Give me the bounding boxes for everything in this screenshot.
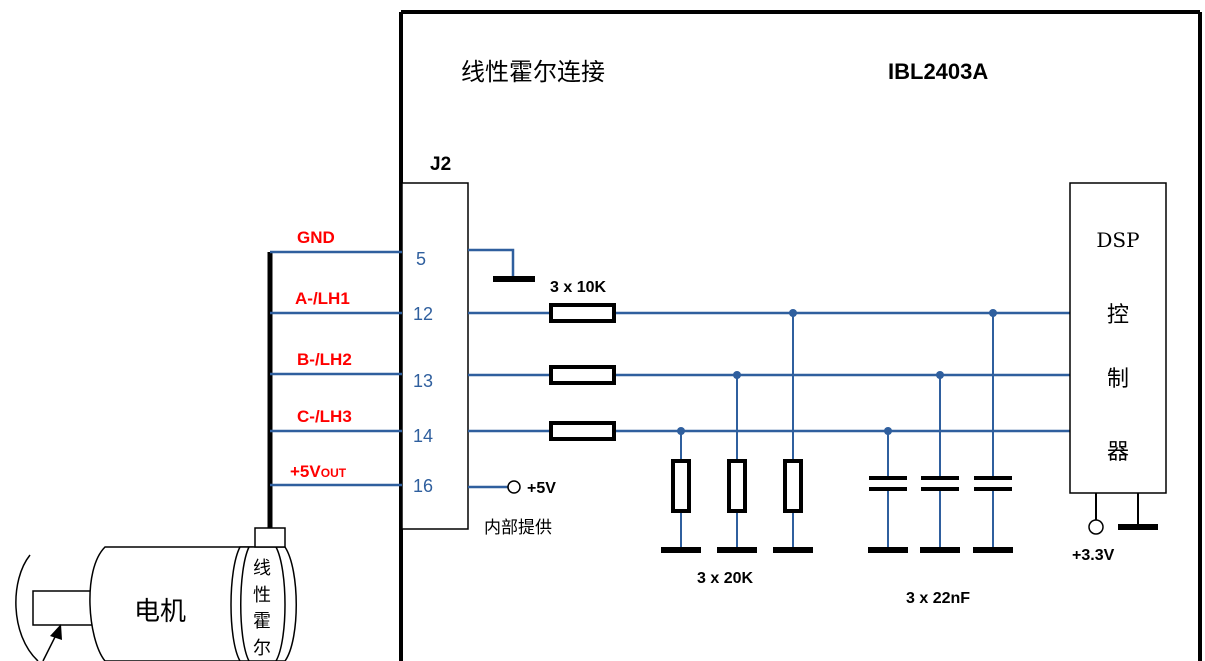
dsp-char-3: 器 xyxy=(1107,440,1129,465)
dsp-supply xyxy=(1088,493,1158,535)
resistor-r2 xyxy=(549,365,616,385)
resistor-r4 xyxy=(671,459,691,513)
pin-signal-b: B-/LH2 xyxy=(297,350,352,369)
supply-5v-label: +5V xyxy=(527,480,556,497)
pulldown-resistors-label: 3 x 20K xyxy=(697,570,753,587)
capacitors-label: 3 x 22nF xyxy=(906,590,970,607)
hall-char-2: 性 xyxy=(253,585,271,606)
dsp-supply-label: +3.3V xyxy=(1072,547,1115,564)
dsp-label: DSP xyxy=(1096,228,1139,252)
dsp-char-2: 制 xyxy=(1107,367,1129,392)
board-model: IBL2403A xyxy=(888,59,988,84)
pin-signal-5v: +5VOUT xyxy=(290,462,347,481)
pulldown-resistors xyxy=(671,459,803,513)
motor xyxy=(15,527,297,661)
board-outline xyxy=(399,10,1202,661)
supply-note: 内部提供 xyxy=(484,518,552,538)
hall-connector xyxy=(254,527,286,548)
gnd-wire xyxy=(468,248,535,282)
series-resistors xyxy=(549,303,616,441)
pin-signal-c: C-/LH3 xyxy=(297,407,352,426)
resistor-r3 xyxy=(549,421,616,441)
connector-body xyxy=(401,182,469,530)
rotation-arrow-icon xyxy=(15,554,39,661)
board-title: 线性霍尔连接 xyxy=(461,58,605,86)
pin-signal-gnd: GND xyxy=(297,228,335,247)
capacitor-wires xyxy=(887,313,994,548)
resistor-r6 xyxy=(783,459,803,513)
dsp-char-1: 控 xyxy=(1107,303,1129,328)
resistor-r1 xyxy=(549,303,616,323)
motor-label: 电机 xyxy=(134,597,186,627)
dsp-block xyxy=(1069,182,1167,494)
supply-5v xyxy=(468,480,521,494)
connector-name: J2 xyxy=(430,154,451,175)
capacitors xyxy=(869,476,1012,491)
hall-char-1: 线 xyxy=(253,558,271,579)
pin-wires-left xyxy=(270,250,402,487)
pin-number-12: 12 xyxy=(413,304,433,324)
hall-char-4: 尔 xyxy=(253,638,271,659)
pin-number-16: 16 xyxy=(413,476,433,496)
pin-signal-a: A-/LH1 xyxy=(295,289,350,308)
resistor-r5 xyxy=(727,459,747,513)
pin-number-5: 5 xyxy=(416,249,426,269)
motor-shaft xyxy=(32,590,94,626)
series-resistors-label: 3 x 10K xyxy=(550,279,606,296)
pin-number-14: 14 xyxy=(413,426,433,446)
hall-char-3: 霍 xyxy=(253,611,271,632)
pin-number-13: 13 xyxy=(413,371,433,391)
junction-dots xyxy=(677,309,997,435)
motor-body xyxy=(89,546,254,661)
